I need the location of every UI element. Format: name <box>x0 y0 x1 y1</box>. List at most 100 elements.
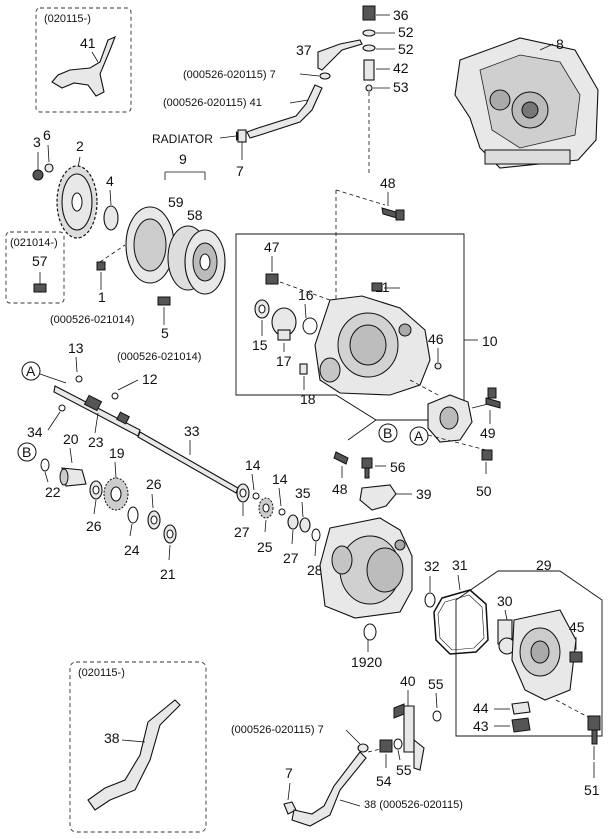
callout-24: 24 <box>124 542 140 558</box>
bolt-49 <box>485 397 501 409</box>
pin-18 <box>299 363 308 375</box>
pipe-40 <box>403 705 415 753</box>
variant-box-020115-bottom <box>69 661 207 833</box>
shaft-33 <box>137 431 239 494</box>
bolt-11 <box>371 282 383 292</box>
callout-19: 19 <box>109 445 125 461</box>
callout-23: 23 <box>88 434 104 450</box>
callout-10: 10 <box>482 333 498 349</box>
oil-pump-17 <box>271 307 297 341</box>
note-5: (000526-021014) <box>117 351 201 363</box>
callout-31: 31 <box>452 557 468 573</box>
bolt-45 <box>569 651 583 663</box>
callout-35: 35 <box>295 485 311 501</box>
variant-label-020115-top: (020115-) <box>44 13 91 25</box>
callout-22: 22 <box>45 484 61 500</box>
gear-19 <box>103 477 129 511</box>
transaxle-case <box>319 517 413 619</box>
callout-50: 50 <box>476 483 492 499</box>
marker-B-shaft-label: B <box>22 444 31 460</box>
callout-13: 13 <box>68 340 84 356</box>
callout-47: 47 <box>264 239 280 255</box>
note-7-top: (000526-020115) 7 <box>183 69 276 81</box>
transaxle-assembly-8 <box>454 37 599 169</box>
callout-56: 56 <box>390 459 406 475</box>
bolt-54 <box>379 739 393 753</box>
marker-B-housing <box>378 423 398 443</box>
bolt-50 <box>481 449 493 461</box>
bolt-48-top <box>381 207 398 219</box>
washer-55-top <box>432 710 442 722</box>
hose-38 <box>291 751 367 827</box>
bolt-48-bottom <box>333 451 349 465</box>
callout-55-top: 55 <box>428 676 444 692</box>
bearing-27-right <box>287 514 299 530</box>
washer-52-mid <box>362 44 376 52</box>
callout-7-bottom-left: 7 <box>285 765 293 781</box>
input-shaft-23 <box>53 385 141 437</box>
ring-22 <box>40 458 50 472</box>
ring-14-right <box>278 508 286 516</box>
plug-43 <box>511 717 531 733</box>
callout-18: 18 <box>300 391 316 407</box>
sleeve-20 <box>59 467 87 487</box>
torque-converter-9 <box>125 206 226 295</box>
callout-8: 8 <box>556 36 564 52</box>
callout-20: 20 <box>63 431 79 447</box>
washer-6 <box>44 163 54 173</box>
callout-7-radiator: 7 <box>236 163 244 179</box>
marker-A-housing-label: A <box>414 428 424 444</box>
callout-29: 29 <box>536 557 552 573</box>
marker-A-housing <box>409 426 429 446</box>
ring-34 <box>58 404 66 412</box>
hose-41 <box>246 84 323 139</box>
callout-16: 16 <box>298 287 314 303</box>
radiator-label: RADIATOR <box>152 132 213 146</box>
bolt-57 <box>33 283 47 293</box>
plate-44 <box>511 701 531 715</box>
gasket-31 <box>433 589 489 655</box>
callout-41-variant: 41 <box>80 35 96 51</box>
side-cover <box>511 609 577 701</box>
callout-14-left: 14 <box>245 457 261 473</box>
callout-42: 42 <box>393 60 409 76</box>
callout-5: 5 <box>161 325 169 341</box>
callout-52-top: 52 <box>398 24 414 40</box>
note-38: 38 (000526-020115) <box>364 799 463 811</box>
callout-40: 40 <box>400 673 416 689</box>
marker-B-shaft <box>17 442 37 462</box>
callout-43: 43 <box>473 718 489 734</box>
note-1: (000526-021014) <box>50 314 134 326</box>
ring-32 <box>424 592 436 608</box>
callout-58: 58 <box>187 207 203 223</box>
ball-53 <box>365 84 373 92</box>
callout-14-right: 14 <box>272 471 288 487</box>
clamp-7-radiator <box>237 129 247 143</box>
marker-A-shaft-label: A <box>26 363 36 379</box>
bolt-51 <box>587 715 601 731</box>
callout-6: 6 <box>43 127 51 143</box>
breather-42 <box>363 59 375 81</box>
hose-41-variant <box>51 35 116 97</box>
seal-1920 <box>363 623 377 641</box>
part-1 <box>96 261 106 271</box>
callout-15: 15 <box>252 337 268 353</box>
note-7-bottom: (000526-020115) 7 <box>231 724 324 736</box>
callout-33: 33 <box>184 423 200 439</box>
note-41: (000526-020115) 41 <box>163 97 262 109</box>
callout-28: 28 <box>307 562 323 578</box>
callout-38-variant: 38 <box>104 730 120 746</box>
variant-box-020115-top <box>35 7 132 113</box>
bolt-3 <box>32 169 44 181</box>
callout-30: 30 <box>497 593 513 609</box>
callout-48-bottom: 48 <box>332 481 348 497</box>
pump-gear-plate <box>427 394 473 443</box>
bolt-5 <box>157 296 171 306</box>
callout-37: 37 <box>296 42 312 58</box>
pin-46 <box>434 362 442 370</box>
callout-46: 46 <box>428 331 444 347</box>
callout-1: 1 <box>98 289 106 305</box>
callout-49: 49 <box>480 425 496 441</box>
callout-27-left: 27 <box>234 524 250 540</box>
